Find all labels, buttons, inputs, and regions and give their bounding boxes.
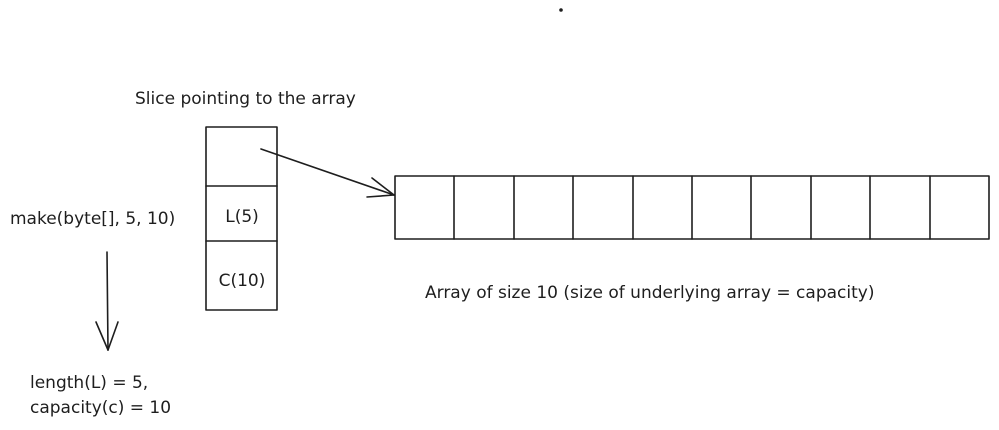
stray-dot (559, 8, 563, 12)
slice-outline (205, 126, 278, 311)
underlying-array (394, 175, 990, 240)
slice-caption: Slice pointing to the array (135, 89, 356, 109)
slice-cell-length: L(5) (225, 207, 259, 227)
array-caption: Array of size 10 (size of underlying arr… (425, 283, 874, 303)
make-call-label: make(byte[], 5, 10) (10, 209, 175, 229)
pointer-arrow (260, 148, 395, 198)
result-length: length(L) = 5, (30, 373, 148, 393)
result-capacity: capacity(c) = 10 (30, 398, 171, 418)
down-arrow (95, 251, 119, 351)
slice-struct: L(5) C(10) (205, 126, 278, 311)
slice-cell-capacity: C(10) (219, 271, 266, 291)
